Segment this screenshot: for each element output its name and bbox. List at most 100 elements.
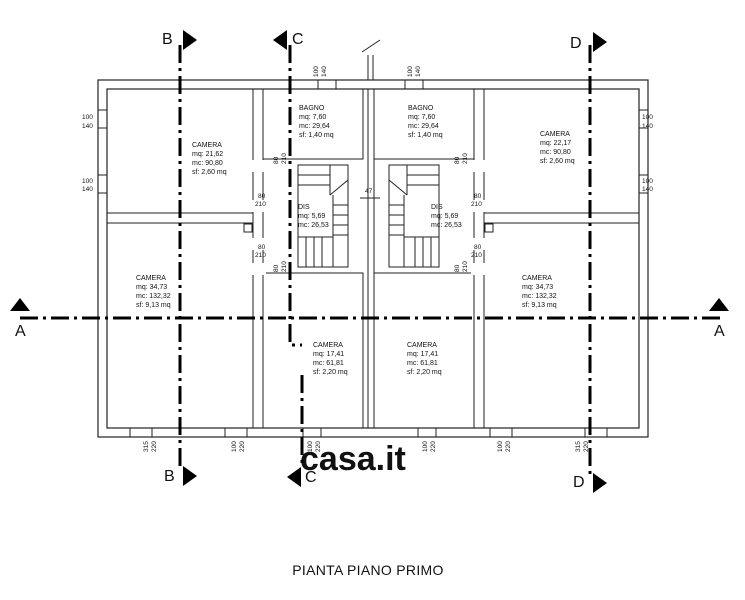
- svg-text:mc: 61,81: mc: 61,81: [407, 360, 438, 367]
- dim-140: 140: [642, 123, 653, 130]
- stair-gap-dim: 47: [365, 188, 373, 195]
- dim-80: 80: [454, 264, 461, 272]
- dim-220: 220: [151, 441, 158, 452]
- svg-text:mq: 22,17: mq: 22,17: [540, 140, 571, 147]
- svg-text:mc: 90,80: mc: 90,80: [192, 160, 223, 167]
- dim-210: 210: [281, 153, 288, 164]
- svg-text:sf: 2,20 mq: sf: 2,20 mq: [407, 369, 442, 376]
- room-camera-top-left: CAMERA mq: 21,62 mc: 90,80 sf: 2,60 mq: [192, 142, 227, 176]
- section-markers: B C D A A B C D: [10, 30, 729, 493]
- svg-text:sf: 9,13 mq: sf: 9,13 mq: [522, 302, 557, 309]
- svg-text:CAMERA: CAMERA: [522, 275, 552, 282]
- dim-100: 100: [422, 441, 429, 452]
- dim-140: 140: [642, 186, 653, 193]
- dim-100: 100: [642, 114, 653, 121]
- dim-100: 100: [231, 441, 238, 452]
- svg-text:mc: 61,81: mc: 61,81: [313, 360, 344, 367]
- svg-text:mq: 21,62: mq: 21,62: [192, 151, 223, 158]
- dim-80: 80: [273, 156, 280, 164]
- arrow-up-icon: [709, 298, 729, 311]
- room-bagno-left: BAGNO mq: 7,60 mc: 29,64 sf: 1,40 mq: [299, 105, 334, 139]
- dim-210: 210: [462, 153, 469, 164]
- arrow-right-icon: [593, 473, 607, 493]
- dim-100: 100: [642, 178, 653, 185]
- svg-text:CAMERA: CAMERA: [192, 142, 222, 149]
- svg-text:DIS: DIS: [298, 204, 310, 211]
- dim-140: 140: [321, 66, 328, 77]
- room-dis-left: DIS mq: 5,69 mc: 26,53: [298, 204, 329, 229]
- plan-title: PIANTA PIANO PRIMO: [292, 562, 443, 578]
- svg-text:sf: 1,40 mq: sf: 1,40 mq: [408, 132, 443, 139]
- interior-walls: [106, 88, 640, 429]
- section-marker-c-top: C: [292, 31, 304, 48]
- dim-210: 210: [471, 201, 482, 208]
- section-marker-c-bottom: C: [305, 469, 317, 486]
- dim-80: 80: [273, 264, 280, 272]
- room-camera-mid-right: CAMERA mq: 34,73 mc: 132,32 sf: 9,13 mq: [522, 275, 557, 309]
- room-bagno-right: BAGNO mq: 7,60 mc: 29,64 sf: 1,40 mq: [408, 105, 443, 139]
- svg-text:mc: 29,64: mc: 29,64: [299, 123, 330, 130]
- dim-220: 220: [315, 441, 322, 452]
- dim-220: 220: [583, 441, 590, 452]
- section-marker-a-right: A: [714, 323, 725, 340]
- dim-100: 100: [307, 441, 314, 452]
- svg-text:sf: 2,60 mq: sf: 2,60 mq: [192, 169, 227, 176]
- arrow-right-icon: [593, 32, 607, 52]
- svg-text:CAMERA: CAMERA: [540, 131, 570, 138]
- svg-text:BAGNO: BAGNO: [408, 105, 434, 112]
- dim-220: 220: [430, 441, 437, 452]
- dim-140: 140: [82, 186, 93, 193]
- svg-text:CAMERA: CAMERA: [407, 342, 437, 349]
- svg-text:mc: 26,53: mc: 26,53: [431, 222, 462, 229]
- dim-100: 100: [313, 66, 320, 77]
- svg-text:mc: 29,64: mc: 29,64: [408, 123, 439, 130]
- section-marker-b-bottom: B: [164, 468, 175, 485]
- section-marker-a-left: A: [15, 323, 26, 340]
- dim-80: 80: [474, 193, 482, 200]
- dim-315: 315: [575, 441, 582, 452]
- arrow-right-icon: [183, 466, 197, 486]
- svg-text:mq: 34,73: mq: 34,73: [522, 284, 553, 291]
- stairs: 47: [297, 164, 440, 268]
- svg-text:BAGNO: BAGNO: [299, 105, 325, 112]
- arrow-up-icon: [10, 298, 30, 311]
- svg-text:mq: 5,69: mq: 5,69: [298, 213, 325, 220]
- section-marker-b-top: B: [162, 31, 173, 48]
- svg-text:sf: 1,40 mq: sf: 1,40 mq: [299, 132, 334, 139]
- dim-210: 210: [255, 252, 266, 259]
- dim-210: 210: [255, 201, 266, 208]
- room-camera-small-left: CAMERA mq: 17,41 mc: 61,81 sf: 2,20 mq: [313, 342, 348, 376]
- svg-text:mq: 7,60: mq: 7,60: [299, 114, 326, 121]
- section-marker-d-bottom: D: [573, 474, 585, 491]
- dim-220: 220: [239, 441, 246, 452]
- dim-100: 100: [82, 178, 93, 185]
- arrow-left-icon: [273, 30, 287, 50]
- windows: [97, 39, 649, 438]
- svg-text:DIS: DIS: [431, 204, 443, 211]
- dim-220: 220: [505, 441, 512, 452]
- room-camera-top-right: CAMERA mq: 22,17 mc: 90,80 sf: 2,60 mq: [540, 131, 575, 165]
- dim-80: 80: [454, 156, 461, 164]
- dim-100: 100: [497, 441, 504, 452]
- watermark: casa.it: [300, 440, 406, 478]
- arrow-left-icon: [287, 467, 301, 487]
- dim-80: 80: [258, 193, 266, 200]
- svg-text:mq: 17,41: mq: 17,41: [313, 351, 344, 358]
- room-labels: CAMERA mq: 21,62 mc: 90,80 sf: 2,60 mq C…: [136, 105, 575, 376]
- svg-text:CAMERA: CAMERA: [136, 275, 166, 282]
- svg-text:CAMERA: CAMERA: [313, 342, 343, 349]
- section-lines: [20, 45, 720, 475]
- section-marker-d-top: D: [570, 35, 582, 52]
- svg-text:mq: 34,73: mq: 34,73: [136, 284, 167, 291]
- dim-315: 315: [143, 441, 150, 452]
- dim-140: 140: [415, 66, 422, 77]
- svg-text:mq: 7,60: mq: 7,60: [408, 114, 435, 121]
- svg-text:mq: 5,69: mq: 5,69: [431, 213, 458, 220]
- svg-text:mq: 17,41: mq: 17,41: [407, 351, 438, 358]
- svg-text:mc: 26,53: mc: 26,53: [298, 222, 329, 229]
- dim-100: 100: [82, 114, 93, 121]
- svg-text:sf: 2,60 mq: sf: 2,60 mq: [540, 158, 575, 165]
- svg-text:sf: 9,13 mq: sf: 9,13 mq: [136, 302, 171, 309]
- arrow-right-icon: [183, 30, 197, 50]
